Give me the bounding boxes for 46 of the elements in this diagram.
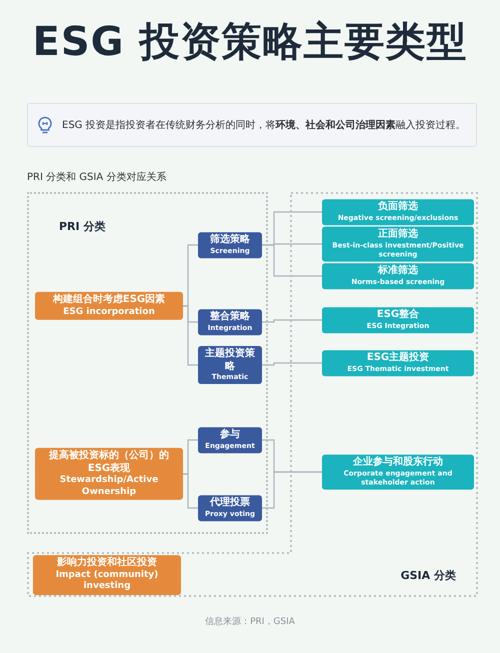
category-box [33,555,181,595]
connector-line [262,362,322,366]
category-title: 代理投票 [208,497,251,510]
region-heading: GSIA 分类 [400,568,456,583]
category-title: 筛选策略 [209,234,251,247]
connector-line [183,305,198,366]
category-title: 负面筛选 [377,201,419,214]
category-box [35,448,183,500]
category-box [198,346,262,384]
connector-line [262,244,322,277]
category-title: 影响力投资和社区投资 [56,557,158,570]
category-subtitle: Impact (community) investing [54,570,160,593]
definition-text: ESG 投资是指投资者在传统财务分析的同时，将环境、社会和公司治理因素融入投资过程。 [62,118,466,132]
category-box [198,232,262,258]
category-title: 参与 [219,429,241,442]
connector-line [262,471,322,509]
dotted-region [27,192,268,534]
category-title: 标准筛选 [376,265,419,278]
category-box [322,307,474,333]
category-title: 提高被投资标的（公司）的ESG表现 [48,450,170,475]
category-box [322,350,474,376]
dotted-region [27,192,478,597]
category-title: 构建组合时考虑ESG因素 [52,294,166,306]
category-box [322,454,474,490]
section-heading: PRI 分类和 GSIA 分类对应关系 [27,170,166,184]
category-subtitle: Stewardship/Active Ownership [58,474,160,498]
category-subtitle: ESG incorporation [62,306,156,318]
category-title: 正面筛选 [377,228,419,242]
category-title: 整合策略 [209,311,251,324]
category-box [322,263,474,289]
category-box [35,292,183,320]
region-heading: PRI 分类 [59,219,106,234]
category-box [198,309,262,335]
category-title: ESG主题投资 [366,352,430,365]
category-box [322,226,474,262]
category-box [198,495,262,521]
category-title: 主题投资策略 [204,348,256,373]
info-callout [27,103,477,147]
category-box [322,199,474,225]
category-box [198,427,262,453]
connector-line [183,473,198,509]
page-title: ESG 投资策略主要类型 [32,18,468,67]
connector-line [262,319,322,323]
source-note: 信息来源：PRI，GSIA [204,616,296,628]
category-title: 企业参与和股东行动 [352,456,444,470]
category-title: ESG整合 [376,309,420,322]
